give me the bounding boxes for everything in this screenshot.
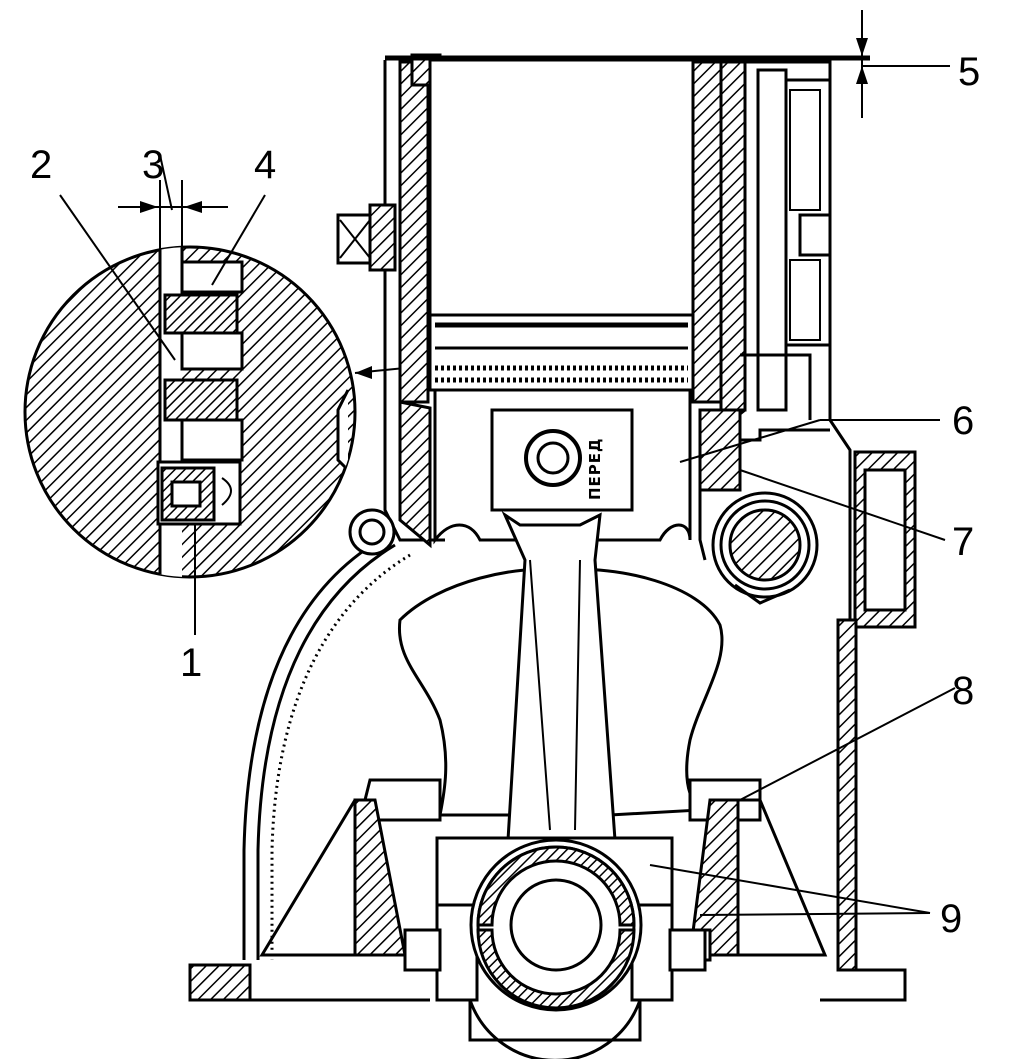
callout-7: 7	[952, 520, 974, 564]
callout-3: 3	[142, 143, 164, 187]
callout-9: 9	[940, 897, 962, 941]
callout-2: 2	[30, 143, 52, 187]
callout-6: 6	[952, 399, 974, 443]
piston: ПЕРЕД	[428, 58, 695, 545]
callout-1: 1	[180, 641, 202, 685]
connecting-rod	[403, 510, 707, 1059]
callout-4: 4	[254, 143, 276, 187]
callout-5: 5	[958, 50, 980, 94]
ring-detail-magnifier	[23, 180, 406, 579]
callout-8: 8	[952, 669, 974, 713]
callout-labels: 1 2 3 4 5 6 7 8 9	[30, 50, 980, 941]
piston-front-marking: ПЕРЕД	[586, 438, 604, 500]
callout-leaders	[649, 10, 956, 916]
